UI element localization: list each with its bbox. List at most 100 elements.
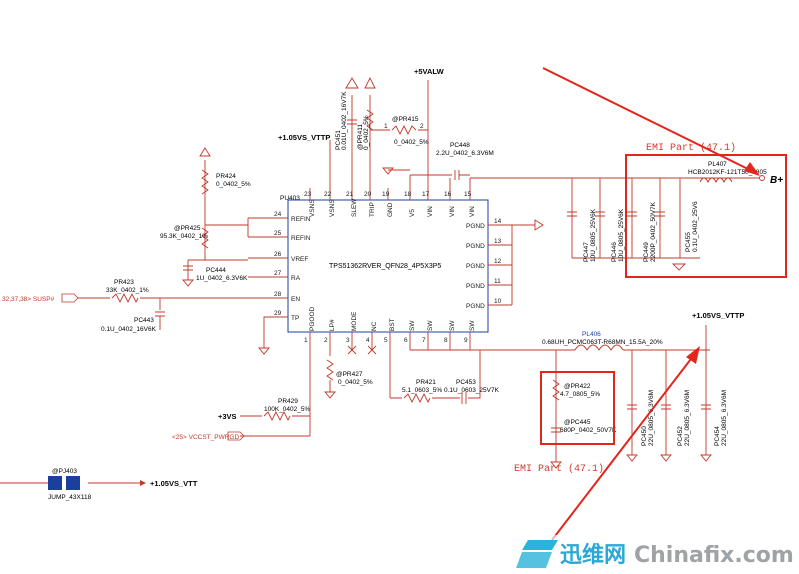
watermark: 迅维网 Chinafix.com (516, 535, 799, 574)
pin-name-29: TP (291, 315, 299, 322)
pin-num-5: 5 (384, 337, 388, 344)
watermark-bg (522, 535, 799, 574)
pin-num-20: 20 (364, 191, 372, 198)
arrow-head-icon (686, 346, 700, 364)
arrow-head-icon (744, 162, 760, 176)
pj403-value: JUMP_43X118 (48, 494, 92, 501)
pin-num-3: 3 (346, 337, 350, 344)
capacitor-pc443 (155, 311, 165, 330)
pin-name-20: TRIP (369, 202, 376, 217)
pr429-value: 100K_0402_5% (264, 406, 310, 413)
capacitor-pc449 (627, 211, 637, 217)
pin-name-1: PGOOD (309, 306, 316, 331)
pin-num-7: 7 (422, 337, 426, 344)
pin-name-2: LP# (329, 319, 336, 331)
resistor-pr425 (201, 227, 209, 249)
pin-1-label: 1 (384, 123, 388, 130)
pr421-ref: PR421 (416, 379, 436, 386)
emi-highlight-box-top (625, 154, 787, 278)
watermark-logo-icon (516, 540, 558, 568)
3vs-net: +3VS (218, 412, 237, 421)
left-network: PR424 0_0402_5% @PR425 95.3K_0402_1% PC4… (2, 147, 270, 355)
ground-icon (660, 454, 672, 462)
pin-num-4: 4 (366, 337, 370, 344)
capacitor-pc451 (347, 119, 357, 125)
snubber-highlight-box (540, 371, 615, 445)
pin-num-27: 27 (274, 270, 282, 277)
pin-num-26: 26 (274, 251, 282, 258)
pin-2-label: 2 (420, 123, 424, 130)
pin-name-28: EN (291, 296, 300, 303)
watermark-en: Chinafix.com (634, 543, 794, 568)
pin-name-26: VREF (291, 256, 308, 263)
pin-num-22: 22 (324, 191, 332, 198)
pin-num-24: 24 (274, 211, 282, 218)
pin-num-17: 17 (422, 191, 430, 198)
resistor-pr421 (403, 392, 431, 404)
pin-num-23: 23 (304, 191, 312, 198)
pc453-ref: PC453 (456, 379, 476, 386)
pc454-ref: PC454 (714, 426, 721, 446)
pin-name-4: NC (371, 321, 378, 331)
pc446-ref: PC446 (611, 242, 618, 262)
power-arrow-icon (345, 77, 359, 89)
pin-num-18: 18 (404, 191, 412, 198)
pin-name-17: VIN (427, 206, 434, 217)
pin-num-10: 10 (494, 298, 502, 305)
pgnd-ground-icon (534, 219, 544, 231)
pin-num-11: 11 (494, 278, 501, 285)
pr429-ref: PR429 (278, 398, 298, 405)
capacitor-pc444 (183, 265, 193, 280)
pl406-value: 0.68UH_PCMC063T-R68MN_15.5A_20% (542, 339, 663, 346)
pc452-value: 22U_0805_6.3V6M (684, 390, 691, 446)
b-plus-net: B+ (770, 175, 783, 186)
pc447-value: 10U_0805_25V6K (590, 208, 597, 262)
pc449-value: 2200P_0402_50V7K (650, 201, 657, 262)
pr423-value: 33K_0402_1% (106, 287, 149, 294)
annotation-arrow-top (542, 67, 751, 171)
output-network: PL406 0.68UH_PCMC063T-R68MN_15.5A_20% +1… (514, 311, 744, 541)
resistor-pr423 (111, 292, 139, 304)
pr424-ref: PR424 (216, 173, 236, 180)
pr422-ref: @PR422 (564, 383, 591, 390)
pin-num-16: 16 (444, 191, 452, 198)
pin-name-9: SW (469, 320, 476, 331)
capacitor-pc455 (655, 211, 665, 217)
pwrgd-net-label: <25> VCCST_PWRGD (172, 434, 239, 441)
pin-name-7: SW (427, 320, 434, 331)
pc451-ref: PC451 (335, 130, 342, 150)
pc450-ref: PC450 (641, 426, 648, 446)
ground-icon (700, 454, 712, 462)
pc446-value: 10U_0805_25V6K (618, 208, 625, 262)
pin-num-14: 14 (494, 218, 502, 225)
pc454-value: 22U_0805_6.3V6M (721, 390, 728, 446)
pr411-value: 0_0402_5% (363, 115, 370, 150)
pin-name-16: VIN (449, 206, 456, 217)
pr423-ref: PR423 (114, 279, 134, 286)
5valw-net: +5VALW (414, 67, 445, 76)
pin-name-6: SW (409, 320, 416, 331)
vttp-right-net: +1.05VS_VTTP (692, 311, 744, 320)
annotation-arrow-bottom (551, 354, 695, 541)
pc443-ref: PC443 (134, 317, 154, 324)
pin-name-27: RA (291, 275, 301, 282)
resistor-pr415 (391, 124, 417, 136)
vttp-top-net: +1.05VS_VTTP (278, 133, 330, 142)
resistor-pr429 (263, 410, 291, 422)
capacitor-pc447 (567, 211, 577, 217)
pr427-ref: @PR427 (336, 371, 363, 378)
pgood-network: @PR427 0_0402_5% +3VS PR429 100K_0402_5%… (172, 359, 373, 441)
pr424-value: 0_0402_5% (216, 181, 251, 188)
pr427-value: 0_0402_5% (338, 379, 373, 386)
pj403-ref: @PJ403 (52, 468, 77, 475)
capacitor-pc453 (461, 392, 467, 404)
pin-name-23: VSNS (309, 199, 316, 217)
no-connect-icon (347, 345, 377, 355)
pin-name-3: MODE (351, 311, 358, 331)
pin-num-25: 25 (274, 230, 282, 237)
offpage-connector-icon (227, 431, 245, 441)
bootstrap-network: PR421 5.1_0603_5% PC453 0.1U_0603_25V7K (390, 350, 500, 404)
pin-num-9: 9 (464, 337, 468, 344)
pin-num-6: 6 (404, 337, 408, 344)
pl407-value: HCB2012KF-121T50_0805 (688, 169, 767, 176)
